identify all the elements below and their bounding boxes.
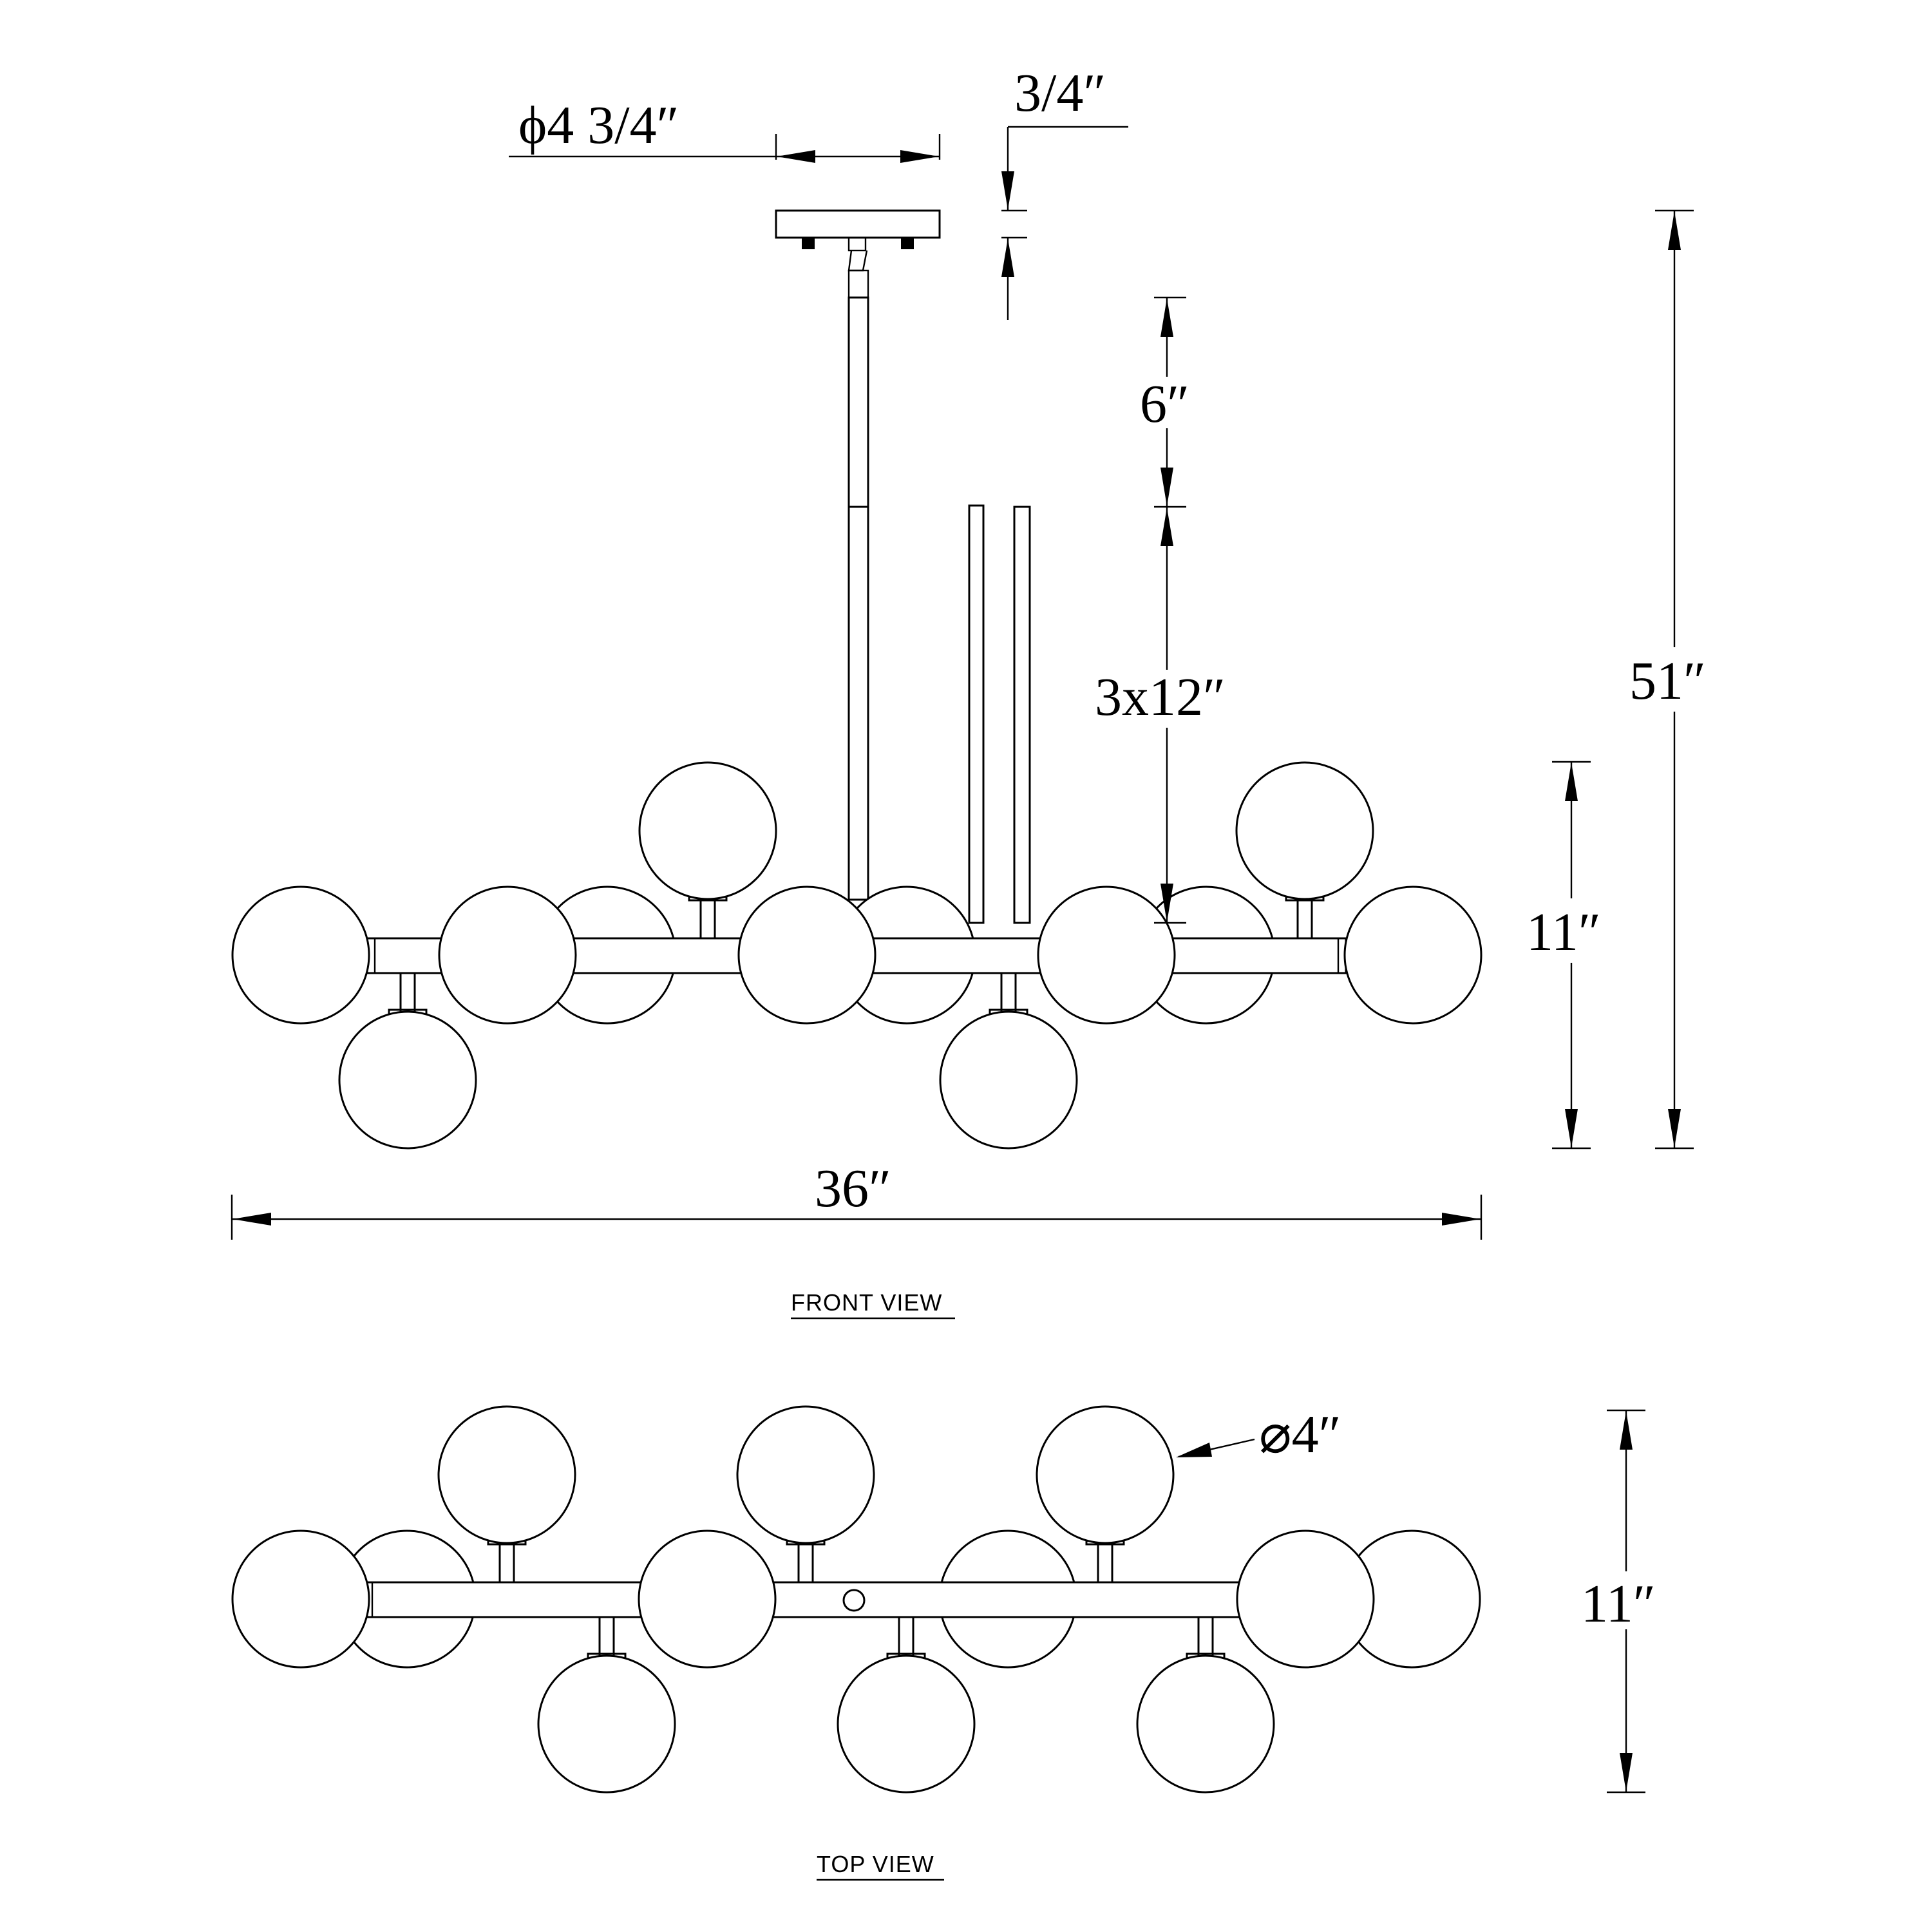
- dim-depth: 11″: [1581, 1409, 1656, 1794]
- dim-overall-height: 51″: [1629, 209, 1706, 1150]
- top-view: ⌀4″ 11″ TOP VIEW: [231, 1405, 1656, 1881]
- dim-globe-diameter: ⌀4″: [1176, 1405, 1341, 1464]
- dim-body-height: 11″: [1526, 761, 1601, 1150]
- top-front-globes: [231, 1530, 1375, 1669]
- top-bar: [366, 1581, 1347, 1618]
- top-lower-globes: [537, 1616, 1275, 1794]
- dim-rods-label: 3x12″: [1095, 667, 1226, 727]
- dim-width-label: 36″: [815, 1159, 891, 1218]
- dim-overall-height-label: 51″: [1629, 651, 1706, 711]
- front-globes: [231, 886, 1482, 1025]
- dim-globe-diameter-label: ⌀4″: [1259, 1405, 1341, 1464]
- dim-canopy-diameter-label: ϕ4 3/4″: [518, 95, 679, 155]
- dim-rods: 6″ 3x12″: [1095, 296, 1226, 924]
- dim-body-height-label: 11″: [1526, 902, 1601, 962]
- dim-canopy-height-label: 3/4″: [1014, 63, 1106, 123]
- front-view: ϕ4 3/4″ 3/4″ 6″ 3x12″: [231, 63, 1706, 1320]
- upper-globes: [638, 761, 1374, 940]
- extension-rods: [968, 504, 1031, 924]
- lower-globes: [338, 972, 1078, 1150]
- top-upper-globes: [437, 1405, 1175, 1584]
- dim-depth-label: 11″: [1581, 1574, 1656, 1634]
- dim-canopy-diameter: ϕ4 3/4″: [509, 95, 941, 163]
- dim-canopy-height: 3/4″: [1001, 63, 1128, 320]
- front-view-label: FRONT VIEW: [791, 1289, 942, 1316]
- top-view-label: TOP VIEW: [817, 1851, 934, 1877]
- canopy: [775, 209, 941, 299]
- dim-rod-top-label: 6″: [1140, 374, 1189, 434]
- dim-width: 36″: [231, 1159, 1482, 1240]
- down-rod: [848, 296, 869, 901]
